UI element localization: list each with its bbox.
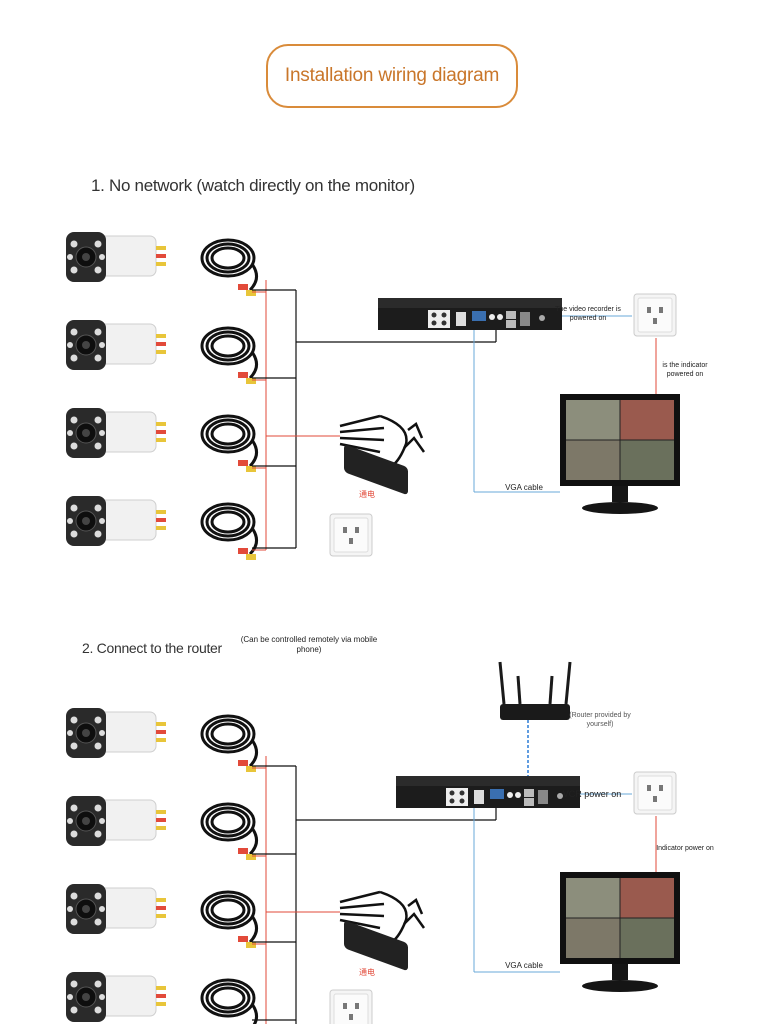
monitor-power-label: is the indicator powered on <box>662 362 708 378</box>
psu-power-label-2: 通电 <box>359 968 375 977</box>
section2-subtitle: (Can be controlled remotely via mobile p… <box>240 635 378 654</box>
router-icon <box>498 661 572 720</box>
router-label: (Router provided by yourself) <box>569 712 631 728</box>
section1-title: 1. No network (watch directly on the mon… <box>91 176 415 195</box>
nvr-power-label: The video recorder is powered on <box>555 306 621 322</box>
vcr-power-label: VCR power on <box>562 789 622 799</box>
section1-diagram <box>65 231 681 560</box>
indicator-power-label: Indicator power on <box>656 845 714 852</box>
page-title: Installation wiring diagram <box>266 44 518 108</box>
vga-cable-label: VGA cable <box>505 483 543 492</box>
section2-diagram <box>65 661 681 1024</box>
vga-cable-label-2: VGA cable <box>505 961 543 970</box>
psu-power-label: 通电 <box>359 490 375 499</box>
section2-title: 2. Connect to the router <box>82 640 222 656</box>
